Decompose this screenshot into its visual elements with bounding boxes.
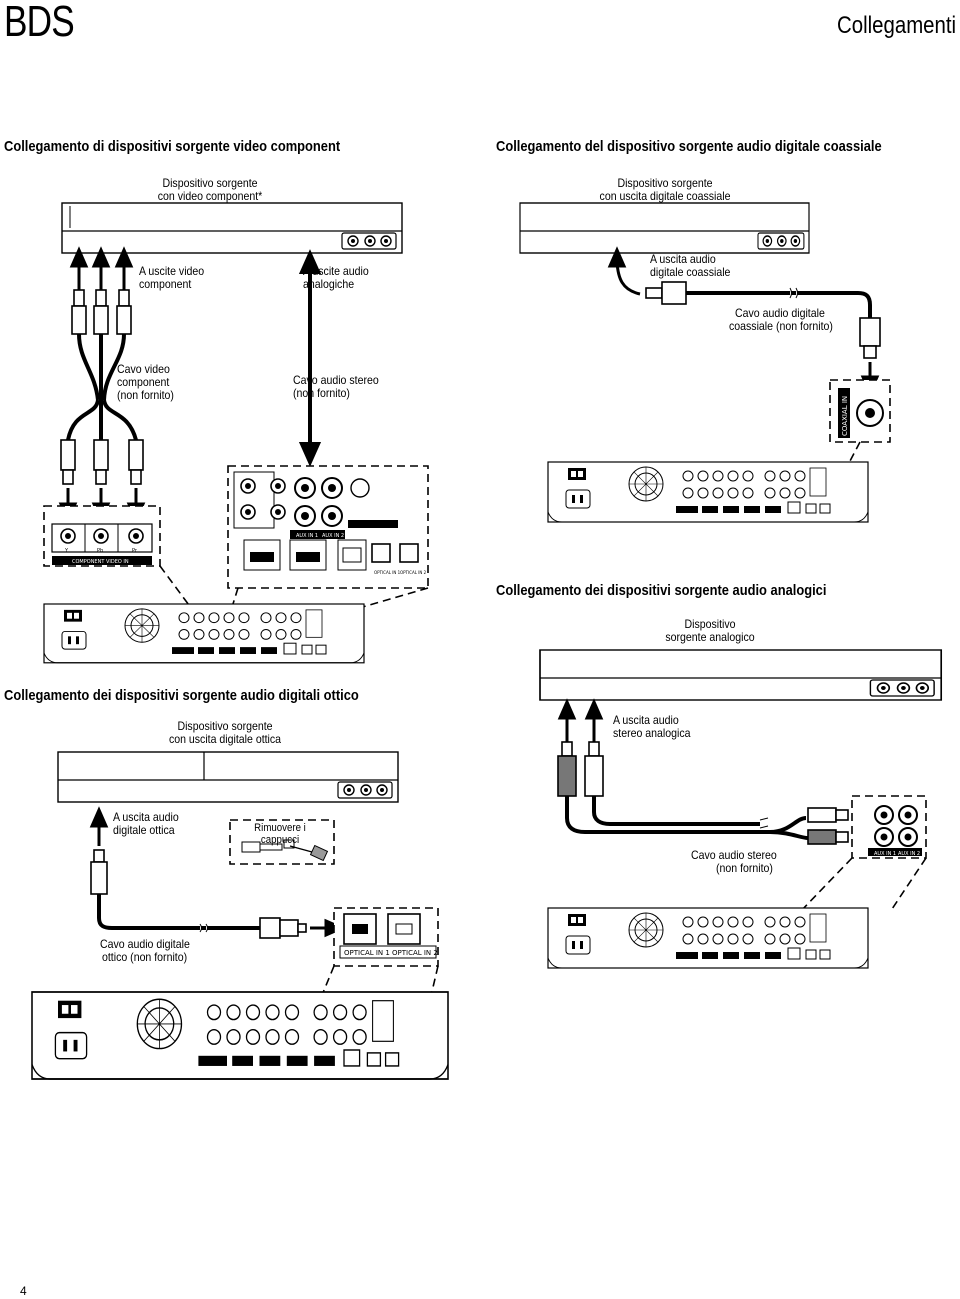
receiver-back-component bbox=[43, 603, 365, 664]
analog-source-device bbox=[539, 649, 943, 701]
coaxial-source-device bbox=[519, 202, 810, 254]
page-title: Collegamenti bbox=[836, 12, 956, 39]
analog-aux-in-2-label: AUX IN 2 bbox=[898, 851, 920, 857]
outputs-video-label-2: component bbox=[139, 277, 192, 291]
optical-cable-label-2: ottico (non fornito) bbox=[102, 950, 188, 964]
component-source-device bbox=[61, 202, 403, 254]
component-source-label-1: Dispositivo sorgente bbox=[162, 176, 258, 190]
cable-video-label-3: (non fornito) bbox=[117, 388, 174, 402]
remove-caps-illustration bbox=[229, 819, 335, 865]
coaxial-cable-label-1: Cavo audio digitale bbox=[735, 306, 825, 320]
aux-in-2-label: AUX IN 2 bbox=[322, 533, 344, 539]
optical-source-device bbox=[57, 751, 399, 803]
component-cable bbox=[60, 289, 144, 485]
receiver-back-coaxial bbox=[547, 461, 869, 523]
analog-cable-label-1: Cavo audio stereo bbox=[691, 848, 777, 862]
analog-output-label-1: A uscita audio bbox=[613, 713, 679, 727]
outputs-audio-label-2: analogiche bbox=[303, 277, 355, 291]
cable-video-label-1: Cavo video bbox=[117, 362, 170, 376]
analog-source-label-2: sorgente analogico bbox=[665, 630, 755, 644]
coaxial-in-label: COAXIAL IN bbox=[841, 396, 849, 436]
page-number: 4 bbox=[20, 1284, 27, 1298]
component-source-label-2: con video component* bbox=[157, 189, 263, 203]
cable-audio-label-1: Cavo audio stereo bbox=[293, 373, 379, 387]
panel-pr-label: Pr bbox=[132, 548, 138, 554]
optical-up-arrow bbox=[89, 806, 109, 846]
analog-cable bbox=[557, 741, 849, 845]
remove-caps-label-1: Rimuovere i bbox=[254, 822, 306, 834]
optical-output-label-1: A uscita audio bbox=[113, 810, 179, 824]
component-video-in-label: COMPONENT VIDEO IN bbox=[72, 559, 129, 565]
optical-cable-label-1: Cavo audio digitale bbox=[100, 937, 190, 951]
aux-in-1-label: AUX IN 1 bbox=[296, 533, 318, 539]
coaxial-cable-label-2: coassiale (non fornito) bbox=[729, 319, 833, 333]
brand-logo: BDS bbox=[4, 0, 75, 46]
section-title-coaxial: Collegamento del dispositivo sorgente au… bbox=[496, 138, 882, 155]
coaxial-output-label-1: A uscita audio bbox=[650, 252, 716, 266]
coaxial-source-label-2: con uscita digitale coassiale bbox=[599, 189, 731, 203]
remove-caps-label-2: cappucci bbox=[260, 834, 300, 846]
receiver-back-analog bbox=[547, 907, 869, 969]
outputs-video-label-1: A uscite video bbox=[139, 264, 205, 278]
cable-audio-label-2: (non fornito) bbox=[293, 386, 350, 400]
optical-in-2-label: OPTICAL IN 2 bbox=[392, 949, 438, 957]
optical-in-panel bbox=[333, 907, 439, 967]
analog-aux-in-1-label: AUX IN 1 bbox=[874, 851, 896, 857]
analog-output-label-2: stereo analogica bbox=[613, 726, 691, 740]
optical-cable bbox=[90, 849, 307, 939]
component-video-panel bbox=[43, 505, 161, 567]
optical-source-label-1: Dispositivo sorgente bbox=[177, 719, 273, 733]
analog-source-label-1: Dispositivo bbox=[684, 617, 736, 631]
cable-video-label-2: component bbox=[117, 375, 170, 389]
panel-y-label: Y bbox=[64, 548, 69, 554]
aux-hdmi-panel bbox=[227, 465, 429, 589]
receiver-back-optical bbox=[31, 991, 449, 1080]
optical-in-2-small-label: OPTICAL IN 2 bbox=[400, 570, 427, 575]
coaxial-cable bbox=[645, 281, 881, 359]
panel-pb-label: Pb bbox=[97, 548, 103, 554]
analog-cable-label-2: (non fornito) bbox=[716, 861, 773, 875]
optical-source-label-2: con uscita digitale ottica bbox=[168, 732, 282, 746]
section-title-analog: Collegamento dei dispositivi sorgente au… bbox=[496, 582, 827, 599]
optical-output-label-2: digitale ottica bbox=[113, 823, 175, 837]
coaxial-out-arrow bbox=[607, 246, 641, 296]
optical-in-1-label: OPTICAL IN 1 bbox=[344, 949, 390, 957]
stereo-audio-arrow bbox=[298, 249, 322, 467]
coaxial-source-label-1: Dispositivo sorgente bbox=[617, 176, 713, 190]
optical-in-1-small-label: OPTICAL IN 1 bbox=[374, 570, 401, 575]
section-title-component: Collegamento di dispositivi sorgente vid… bbox=[4, 138, 341, 155]
outputs-audio-label-1: A uscite audio bbox=[303, 264, 369, 278]
section-title-optical: Collegamento dei dispositivi sorgente au… bbox=[4, 687, 359, 704]
coaxial-output-label-2: digitale coassiale bbox=[650, 265, 731, 279]
analog-aux-panel bbox=[851, 795, 927, 859]
coaxial-in-panel bbox=[829, 379, 891, 443]
